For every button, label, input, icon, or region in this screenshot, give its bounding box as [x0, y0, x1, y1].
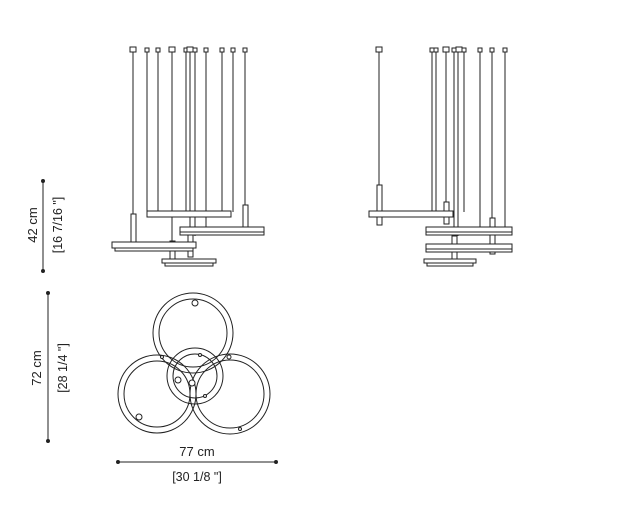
- side-elevation-view: [368, 46, 513, 267]
- large-left-ring: [117, 354, 197, 434]
- height-imperial-label: [16 7/16 "]: [51, 197, 65, 254]
- depth-metric-label: 72 cm: [29, 350, 44, 385]
- dimension-depth-top: [46, 291, 50, 443]
- depth-imperial-label: [28 1/4 "]: [56, 343, 70, 393]
- ceiling-canopies: [129, 46, 248, 53]
- width-imperial-label: [30 1/8 "]: [172, 470, 222, 484]
- height-metric-label: 42 cm: [25, 207, 40, 242]
- suspension-cables: [132, 52, 246, 241]
- connector-dots: [135, 299, 242, 431]
- top-plan-view: [117, 292, 271, 435]
- large-right-ring: [189, 353, 271, 435]
- front-elevation-view: [111, 46, 265, 267]
- ring-bars-side: [111, 210, 265, 267]
- small-center-ring: [166, 347, 224, 405]
- large-top-ring: [152, 292, 234, 374]
- ceiling-canopies: [375, 46, 508, 53]
- dimension-width-top: [116, 460, 278, 464]
- ring-bars-side: [368, 210, 513, 267]
- width-metric-label: 77 cm: [179, 444, 214, 459]
- suspension-cables: [378, 52, 506, 236]
- dimension-height-front: [41, 179, 45, 273]
